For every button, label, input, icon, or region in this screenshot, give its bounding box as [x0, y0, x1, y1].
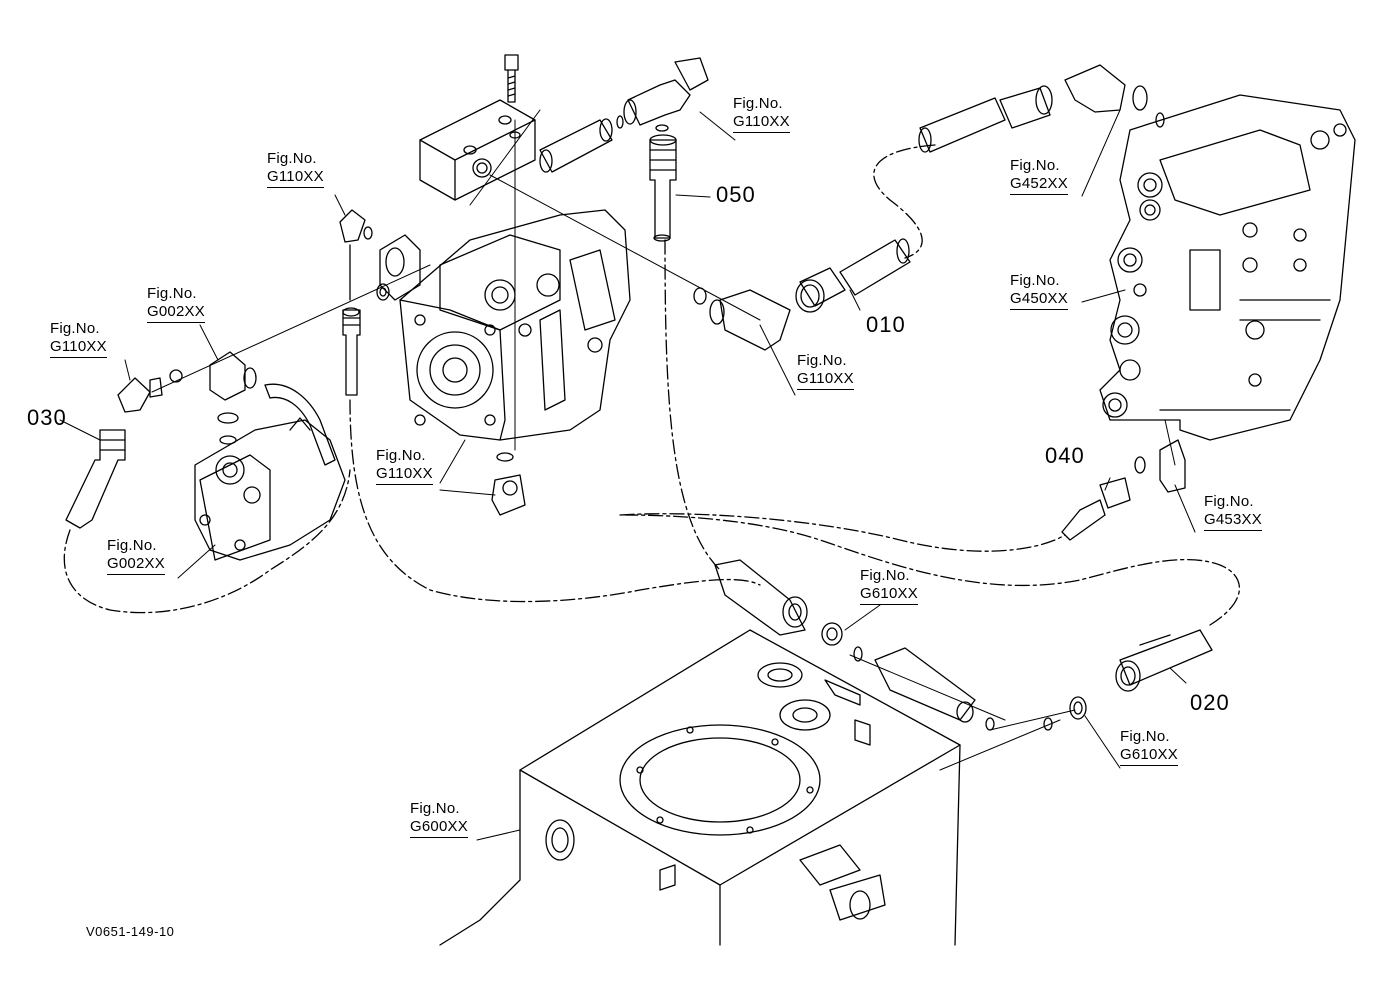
part-number-010: 010	[866, 312, 906, 337]
fig-ref-prefix: Fig.No.	[50, 320, 100, 337]
fig-ref-prefix: Fig.No.	[107, 537, 157, 554]
fig-ref-valve-g450: Fig.No. G450XX	[1010, 272, 1068, 310]
fig-ref-tank-g610-upper: Fig.No. G610XX	[860, 567, 918, 605]
fig-ref-prefix: Fig.No.	[147, 285, 197, 302]
fig-ref-tank-g610-right: Fig.No. G610XX	[1120, 728, 1178, 766]
hose-route-050-020	[664, 239, 721, 571]
fig-ref-prefix: Fig.No.	[1010, 272, 1060, 289]
hose-020	[1043, 629, 1213, 731]
fig-ref-prefix: Fig.No.	[733, 95, 783, 112]
fig-ref-prefix: Fig.No.	[797, 352, 847, 369]
fig-ref-prefix: Fig.No.	[410, 800, 460, 817]
fig-ref-code: G002XX	[107, 555, 165, 575]
fig-ref-code: G610XX	[860, 585, 918, 605]
leader-lines	[59, 109, 1196, 841]
fig-ref-code: G110XX	[733, 113, 790, 133]
fig-ref-valve-g452: Fig.No. G452XX	[1010, 157, 1068, 195]
fig-ref-code: G452XX	[1010, 175, 1068, 195]
hose-030	[65, 377, 151, 529]
part-number-020: 020	[1190, 690, 1230, 715]
fig-ref-code: G002XX	[147, 303, 205, 323]
hose-route-020-loop	[624, 514, 1241, 626]
fig-ref-g002-upper: Fig.No. G002XX	[147, 285, 205, 323]
assembly-lines	[151, 109, 1176, 771]
fig-ref-code: G110XX	[797, 370, 854, 390]
hose-route-010	[873, 144, 936, 259]
part-number-030: 030	[27, 405, 67, 430]
hose-route-040-loop	[619, 513, 1066, 552]
fig-ref-tank-g600: Fig.No. G600XX	[410, 800, 468, 838]
fig-ref-code: G453XX	[1204, 511, 1262, 531]
fig-ref-prefix: Fig.No.	[376, 447, 426, 464]
left-upper-fittings	[339, 209, 373, 396]
fig-ref-prefix: Fig.No.	[860, 567, 910, 584]
figure-code: V0651-149-10	[86, 924, 175, 939]
part-number-040: 040	[1045, 443, 1085, 468]
manifold-block	[419, 54, 709, 242]
fig-ref-code: G610XX	[1120, 746, 1178, 766]
fig-ref-pump-bottom: Fig.No. G110XX	[376, 447, 433, 485]
fig-ref-code: G110XX	[50, 338, 107, 358]
fig-ref-prefix: Fig.No.	[1120, 728, 1170, 745]
fig-ref-code: G110XX	[376, 465, 433, 485]
fig-ref-code: G110XX	[267, 168, 324, 188]
hose-routes	[63, 144, 1241, 626]
hose-route-left-pump	[349, 399, 761, 603]
fig-ref-prefix: Fig.No.	[1010, 157, 1060, 174]
tank-hose-upper	[714, 559, 995, 731]
fig-ref-code: G450XX	[1010, 290, 1068, 310]
fig-ref-code: G600XX	[410, 818, 468, 838]
hose-040	[1061, 439, 1186, 541]
fig-ref-left-upper: Fig.No. G110XX	[267, 150, 324, 188]
hydraulic-tank	[439, 629, 961, 946]
hose-route-030	[63, 469, 351, 614]
gear-pump	[149, 351, 346, 561]
fig-ref-top-center: Fig.No. G110XX	[733, 95, 790, 133]
control-valve	[1099, 94, 1356, 441]
fig-ref-left: Fig.No. G110XX	[50, 320, 107, 358]
fig-ref-prefix: Fig.No.	[1204, 493, 1254, 510]
hose-010	[693, 238, 911, 351]
fig-ref-valve-g453: Fig.No. G453XX	[1204, 493, 1262, 531]
hose-top-right	[918, 64, 1165, 153]
part-number-050: 050	[716, 182, 756, 207]
fig-ref-g002-lower: Fig.No. G002XX	[107, 537, 165, 575]
fig-ref-right-elbow: Fig.No. G110XX	[797, 352, 854, 390]
main-pump	[376, 209, 631, 516]
fig-ref-prefix: Fig.No.	[267, 150, 317, 167]
